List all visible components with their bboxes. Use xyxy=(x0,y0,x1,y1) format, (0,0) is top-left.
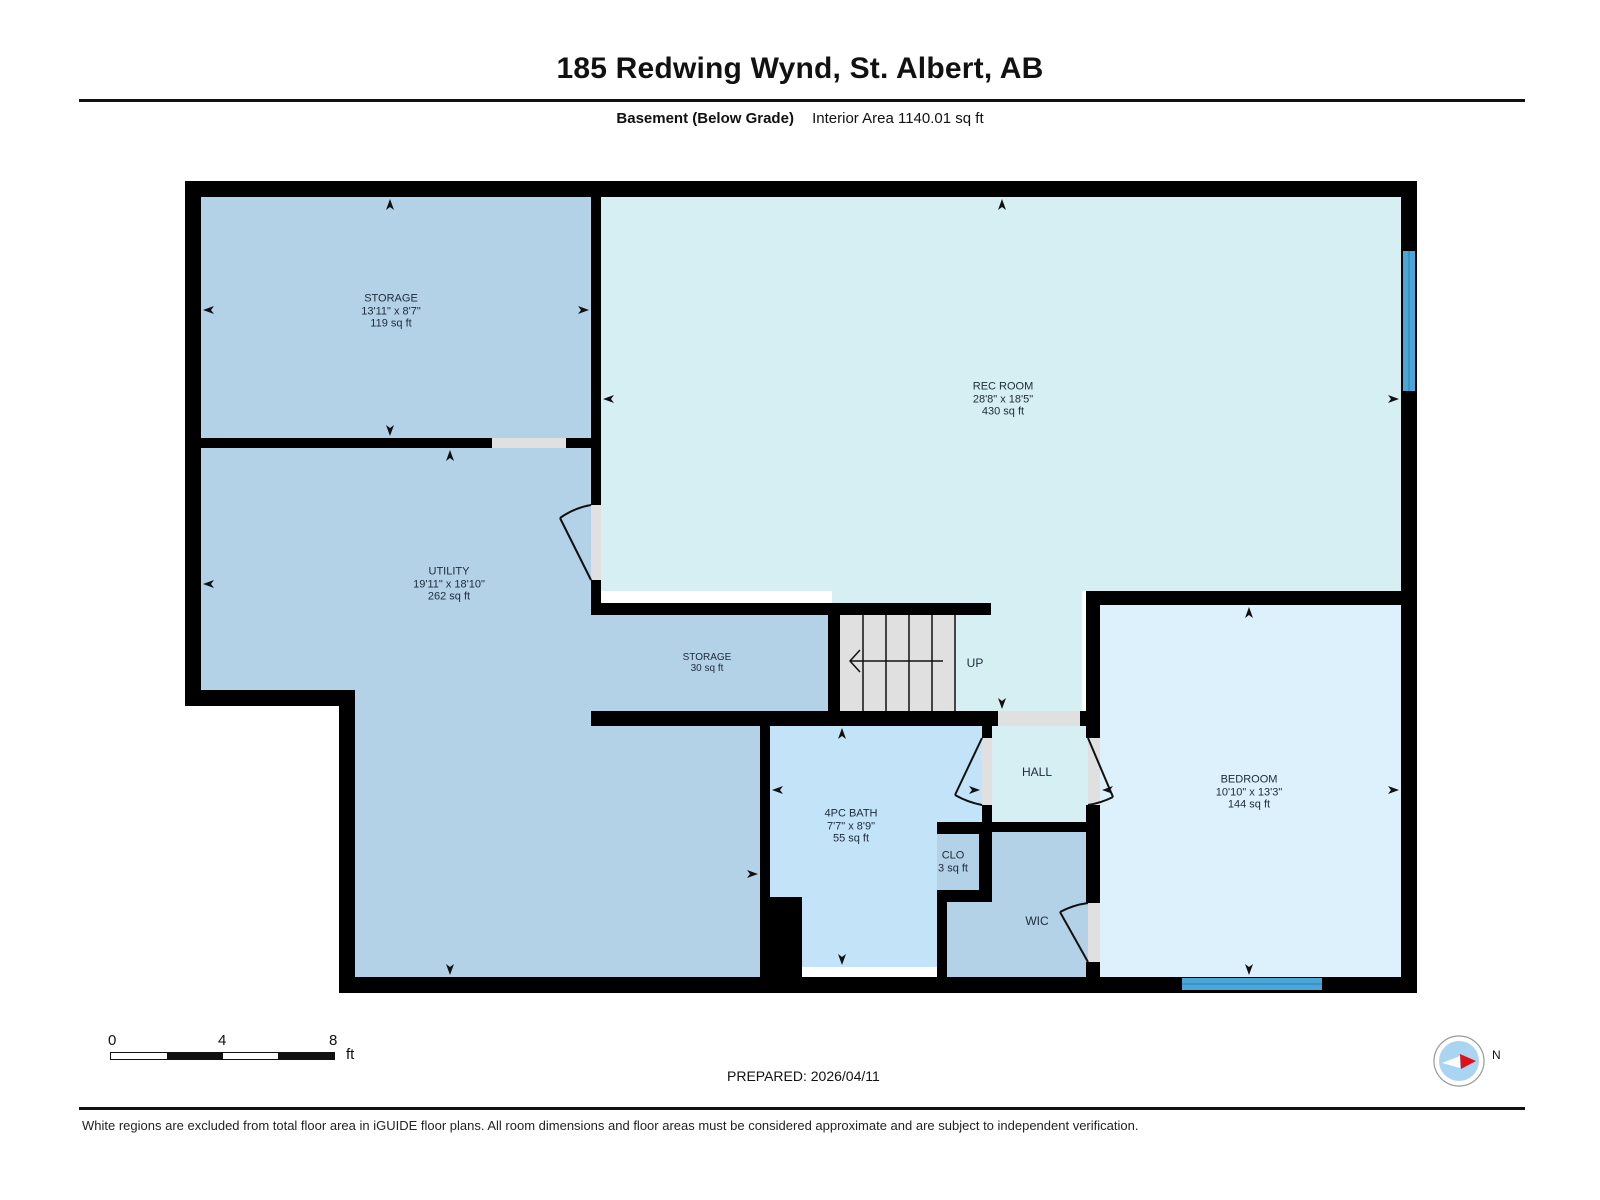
room-dimensions: 7'7" x 8'9" xyxy=(826,819,876,832)
room-dimensions: 28'8" x 18'5" xyxy=(972,392,1034,405)
room-name: REC ROOM xyxy=(972,380,1034,393)
room-label-closet: CLO 3 sq ft xyxy=(938,850,968,875)
room-label-storage-small: STORAGE 30 sq ft xyxy=(683,652,732,674)
room-dimensions: 13'11" x 8'7" xyxy=(361,304,421,317)
room-utility xyxy=(201,448,760,977)
room-area: 144 sq ft xyxy=(1227,798,1271,811)
walls xyxy=(185,181,1417,993)
scale-bar-graphic xyxy=(110,1052,335,1060)
room-wic xyxy=(947,832,1088,977)
scale-tick-0: 0 xyxy=(108,1032,117,1049)
scale-tick-8: 8 xyxy=(329,1032,338,1049)
room-storage-small xyxy=(591,614,828,711)
compass-north-label: N xyxy=(1492,1048,1501,1062)
room-area: 262 sq ft xyxy=(427,590,471,603)
room-name: 4PC BATH xyxy=(824,807,878,820)
room-name: UTILITY xyxy=(428,565,470,578)
room-hall xyxy=(992,726,1088,822)
room-area: 30 sq ft xyxy=(690,663,724,674)
room-rec-room xyxy=(601,197,1401,591)
dimension-markers xyxy=(203,199,1399,975)
property-address-title: 185 Redwing Wynd, St. Albert, AB xyxy=(556,52,1044,85)
room-area: 55 sq ft xyxy=(832,832,870,845)
room-dimensions: 19'11" x 18'10" xyxy=(413,577,485,590)
disclaimer-text: White regions are excluded from total fl… xyxy=(82,1118,1139,1133)
room-area: 3 sq ft xyxy=(938,862,968,874)
room-dimensions: 10'10" x 13'3" xyxy=(1215,785,1283,798)
room-label-hall: HALL xyxy=(1021,764,1053,779)
header-divider xyxy=(79,99,1525,102)
floor-summary: Basement (Below Grade) Interior Area 114… xyxy=(0,110,1600,127)
room-label-utility: UTILITY 19'11" x 18'10" 262 sq ft xyxy=(413,565,485,603)
room-area: 119 sq ft xyxy=(370,317,412,330)
room-label-rec-room: REC ROOM 28'8" x 18'5" 430 sq ft xyxy=(973,380,1034,418)
room-name: CLO xyxy=(941,849,965,862)
room-label-storage-main: STORAGE 13'11" x 8'7" 119 sq ft xyxy=(361,292,421,330)
stairs xyxy=(840,615,956,711)
interior-area-label: Interior Area 1140.01 sq ft xyxy=(812,110,984,127)
stairs-arrow-icon xyxy=(848,649,943,673)
room-bath xyxy=(770,726,982,967)
prepared-date: PREPARED: 2026/04/11 xyxy=(727,1068,880,1084)
room-storage-main xyxy=(201,197,591,438)
footer-divider xyxy=(79,1107,1525,1110)
room-label-bath: 4PC BATH 7'7" x 8'9" 55 sq ft xyxy=(825,807,878,845)
interior-walls xyxy=(201,197,1401,977)
room-label-bedroom: BEDROOM 10'10" x 13'3" 144 sq ft xyxy=(1216,773,1282,811)
room-name: STORAGE xyxy=(364,292,418,305)
stairs-up-label: UP xyxy=(966,655,984,670)
door-swings xyxy=(559,504,1114,963)
door-openings xyxy=(492,438,1100,962)
room-name: BEDROOM xyxy=(1220,773,1278,786)
windows xyxy=(1182,251,1415,990)
room-label-wic: WIC xyxy=(1025,913,1049,928)
north-compass-icon xyxy=(1433,1035,1485,1087)
room-name: STORAGE xyxy=(682,652,732,663)
room-area: 430 sq ft xyxy=(981,405,1025,418)
room-bedroom xyxy=(1100,605,1401,977)
floor-level-label: Basement (Below Grade) xyxy=(616,110,794,127)
scale-tick-4: 4 xyxy=(218,1032,227,1049)
scale-unit: ft xyxy=(346,1046,355,1063)
